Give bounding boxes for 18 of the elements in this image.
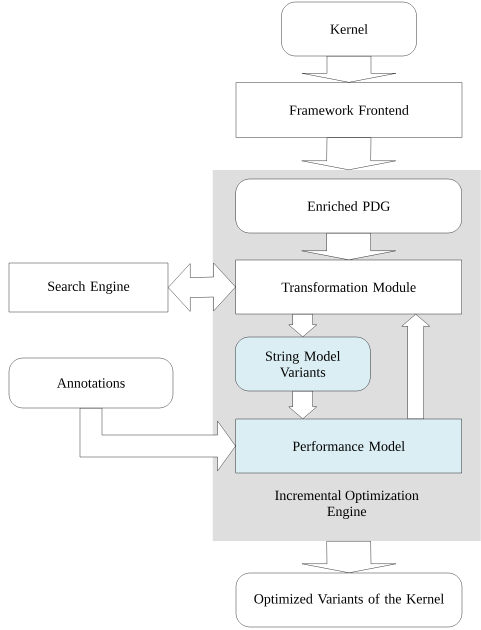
process-box: Search Engine bbox=[8, 262, 168, 312]
block-arrow bbox=[288, 314, 317, 337]
block-arrow bbox=[302, 138, 396, 170]
data-box: Enriched PDG bbox=[236, 178, 462, 234]
block-arrow bbox=[302, 233, 396, 260]
block-arrow bbox=[168, 262, 236, 312]
process-box: Transformation Module bbox=[236, 260, 462, 314]
end-terminal: Optimized Variants of the Kernel bbox=[236, 572, 462, 628]
start-terminal: Kernel bbox=[281, 2, 417, 56]
input-box: Annotations bbox=[8, 358, 174, 408]
data-box: String Model Variants bbox=[235, 336, 370, 392]
block-arrow bbox=[302, 541, 396, 573]
process-box: Framework Frontend bbox=[236, 82, 462, 138]
block-arrow bbox=[80, 408, 236, 472]
block-arrow bbox=[302, 56, 396, 82]
block-arrow bbox=[402, 314, 430, 419]
block-arrow bbox=[288, 391, 317, 419]
process-box: Performance Model bbox=[236, 418, 462, 474]
